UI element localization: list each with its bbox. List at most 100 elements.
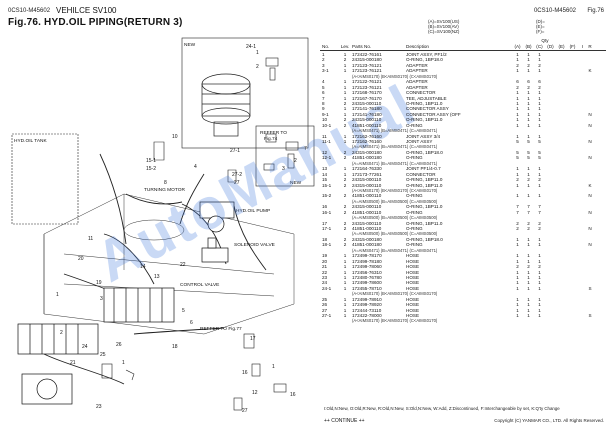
row-no: 24 <box>322 280 328 286</box>
row-qty-a: 1 <box>516 95 519 101</box>
subrow-text: (A<AIMS0170) (B<AIMS0170) (C<AIMS0170) <box>352 291 438 297</box>
row-description: ADAPTER <box>406 79 428 85</box>
row-no: 3 <box>322 62 325 68</box>
row-lev: 1 <box>343 274 347 280</box>
row-lev: 1 <box>343 79 347 85</box>
row-qty-b: 1 <box>527 171 530 177</box>
row-parts-no: 172122-76121 <box>352 79 382 85</box>
row-qty-b: 1 <box>527 313 530 318</box>
row-qty-f <box>567 155 578 160</box>
row-qty-d <box>545 193 556 198</box>
row-qty-c: 1 <box>538 90 541 96</box>
row-qty-d <box>545 313 556 318</box>
row-qty-a: 1 <box>516 100 519 106</box>
callout-number: 16 <box>290 392 296 398</box>
row-qty-c: 1 <box>538 236 541 242</box>
lower-valve-stack <box>17 323 99 405</box>
row-parts-no: 172162-76160 <box>352 139 382 144</box>
row-i <box>578 155 587 160</box>
row-qty-b: 1 <box>527 57 530 63</box>
header-r: R <box>588 43 592 49</box>
row-qty-f <box>567 242 578 247</box>
row-qty-e <box>556 68 567 73</box>
row-parts-no: 172123-76121 <box>352 62 382 68</box>
subrow-text: (A<AIMS0170) (B<AIMS0170) (C<AIMS0170) <box>352 318 438 324</box>
row-lev: 2 <box>343 149 347 155</box>
header-qty-f: (F) <box>569 43 576 49</box>
row-qty-a: 5 <box>516 149 519 155</box>
row-no: 11 <box>322 133 327 139</box>
row-qty-b: 1 <box>527 274 530 280</box>
callout-number: 17 <box>250 336 256 342</box>
callout-number: 2 <box>294 158 297 164</box>
table-subrow: (A=AIMS0471) (B=AIMS0471) (C=AIMS0471) <box>320 144 606 149</box>
subrow-text: (A=AIMS0500) (B=AIMS0500) (C=AIMS0500) <box>352 231 438 237</box>
row-description: TEE, ADJUSTABLE <box>406 95 447 101</box>
row-lev: 1 <box>343 106 347 112</box>
header-qty-b: (B) <box>525 43 532 49</box>
row-qty-c: 2 <box>538 177 541 183</box>
row-description: HOSE <box>406 264 420 270</box>
row-parts-no: 24315-000180 <box>352 57 382 63</box>
row-no: 22 <box>322 269 328 275</box>
row-parts-no: 172173-77261 <box>352 171 382 177</box>
callout-number: 8 <box>164 180 167 186</box>
table-header: No. Lev. Parts No. Description Qty (A) (… <box>320 38 606 51</box>
row-qty-f <box>567 226 578 231</box>
row-qty-a: 1 <box>516 111 519 117</box>
callout-number: 15-2 <box>146 166 156 172</box>
row-no: 16 <box>322 204 328 210</box>
header-description: Description <box>406 43 429 49</box>
row-no: 9 <box>322 106 325 112</box>
row-qty-b: 2 <box>527 264 530 270</box>
row-i <box>578 68 587 73</box>
part-callouts: 24-11227-115-115-227-2273241078112219142… <box>56 44 307 414</box>
row-qty-b: 2 <box>527 226 530 231</box>
row-r: N <box>588 155 592 161</box>
row-lev: 2 <box>343 122 347 128</box>
label-turning-motor: TURNING MOTOR <box>144 187 185 193</box>
row-lev: 1 <box>343 258 347 264</box>
row-description: HOSE <box>406 253 420 259</box>
callout-number: 1 <box>256 50 259 56</box>
fittings-top <box>153 57 299 183</box>
row-parts-no: 24315-000110 <box>352 182 382 188</box>
callout-number: 24 <box>82 344 88 350</box>
row-description: ADAPTER <box>406 62 428 68</box>
callout-number: 1 <box>56 292 59 298</box>
row-qty-b: 2 <box>527 62 530 68</box>
row-qty-b: 1 <box>527 302 530 308</box>
row-qty-b: 5 <box>527 149 530 155</box>
row-description: CONNECTOR <box>406 171 436 177</box>
subrow-text: (A=AIMS0471) (B=AIMS0471) (C=AIMS0471) <box>352 247 438 253</box>
row-qty-a: 1 <box>516 253 519 259</box>
row-qty-c: 1 <box>538 52 541 57</box>
row-parts-no: 172167-76170 <box>352 95 382 101</box>
row-qty-c: 2 <box>538 226 541 231</box>
row-qty-a: 7 <box>516 204 519 210</box>
row-description: O-RING <box>406 155 423 161</box>
callout-number: 3 <box>282 166 285 172</box>
row-qty-a: 1 <box>516 285 519 291</box>
row-qty-d <box>545 286 556 291</box>
row-qty-b: 1 <box>527 236 530 242</box>
row-qty-a: 1 <box>516 313 519 318</box>
row-lev: 1 <box>343 62 347 68</box>
row-qty-a: 1 <box>516 117 519 123</box>
row-parts-no: 24315-000180 <box>352 236 382 242</box>
row-r: S <box>588 285 592 291</box>
row-qty-f <box>567 68 578 73</box>
callout-number: 6 <box>190 320 193 326</box>
row-qty-a: 1 <box>516 193 519 199</box>
row-lev: 2 <box>343 177 347 183</box>
page-title: Fig.76. HYD.OIL PIPING(RETURN 3) <box>8 17 183 28</box>
subrow-text: (A=AIMS0500) (B=AIMS0500) (C=AIMS0500) <box>352 198 438 204</box>
row-i <box>578 286 587 291</box>
row-qty-b: 1 <box>527 280 530 286</box>
